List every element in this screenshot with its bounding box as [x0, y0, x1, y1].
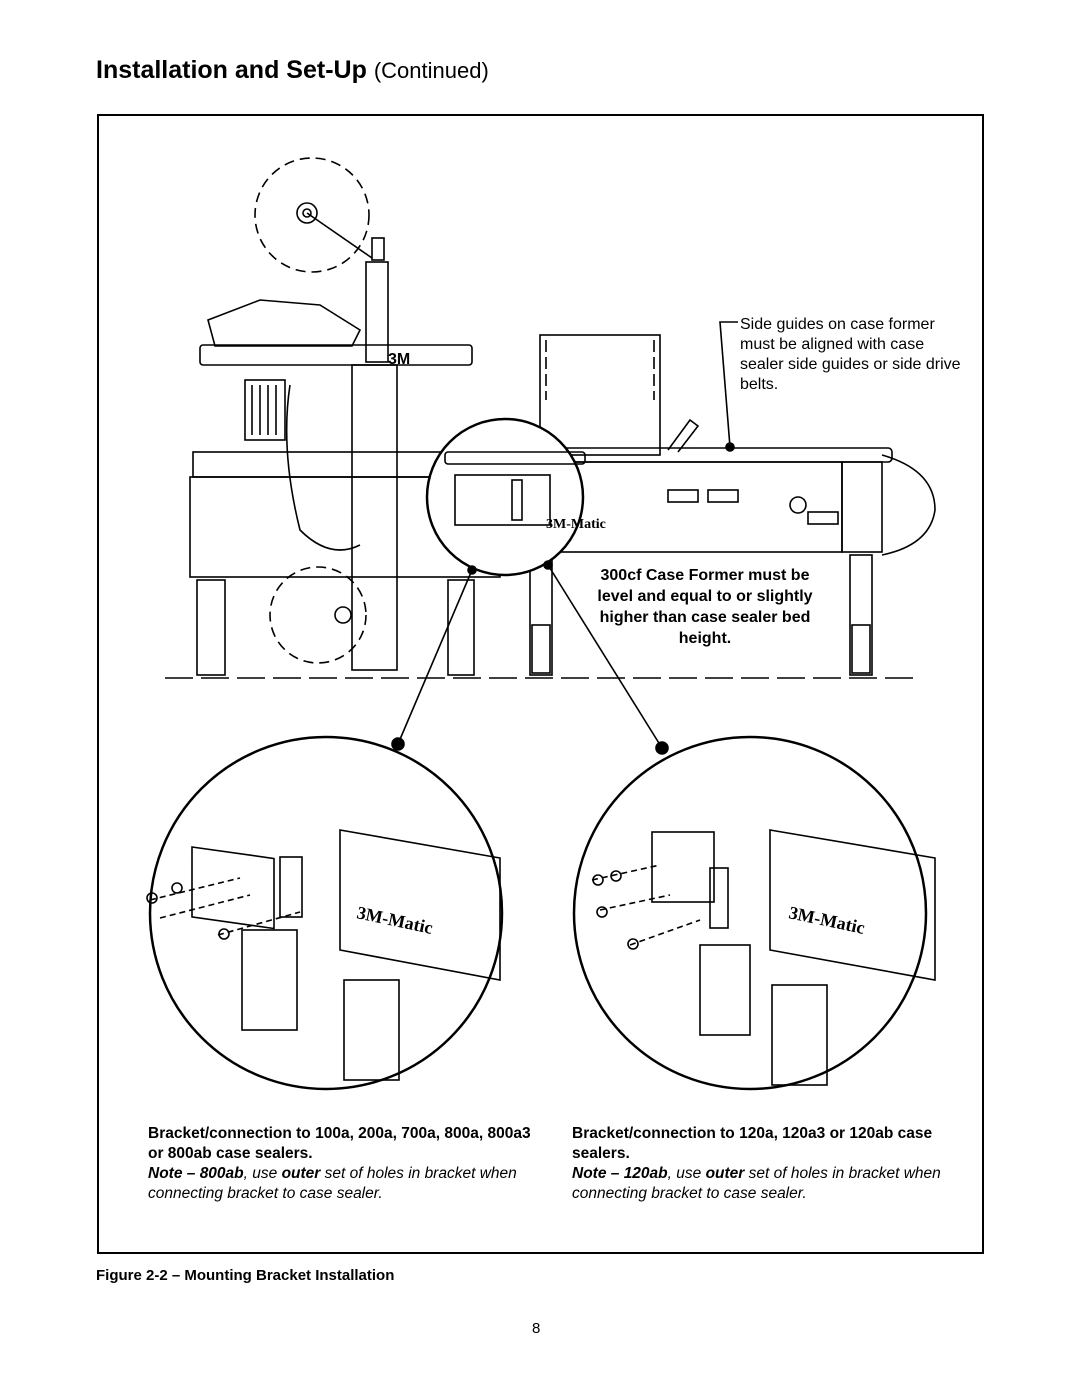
- left-caption-bold: Bracket/connection to 100a, 200a, 700a, …: [148, 1125, 531, 1162]
- page-heading: Installation and Set-Up (Continued): [96, 56, 489, 85]
- heading-title: Installation and Set-Up: [96, 56, 367, 84]
- right-detail-caption: Bracket/connection to 120a, 120a3 or 120…: [572, 1124, 962, 1204]
- brand-mark: 3M: [388, 351, 410, 368]
- side-guides-callout: Side guides on case former must be align…: [740, 316, 961, 393]
- magnifier-logo: 3M-Matic: [546, 517, 606, 532]
- left-detail-logo: 3M-Matic: [355, 902, 434, 938]
- case-sealer-drawing: 3M: [189, 157, 501, 676]
- right-detail-logo: 3M-Matic: [787, 902, 866, 938]
- left-detail-caption: Bracket/connection to 100a, 200a, 700a, …: [148, 1124, 538, 1204]
- right-caption-note: Note – 120ab, use outer set of holes in …: [572, 1165, 941, 1202]
- left-caption-note: Note – 800ab, use outer set of holes in …: [148, 1165, 517, 1202]
- left-detail-circle: 3M-Matic: [146, 735, 504, 1091]
- leader-lines: [391, 321, 738, 755]
- right-detail-circle: 3M-Matic: [572, 735, 936, 1091]
- case-former-level-note: 300cf Case Former must be level and equa…: [597, 567, 813, 647]
- right-caption-bold: Bracket/connection to 120a, 120a3 or 120…: [572, 1125, 933, 1162]
- page-number: 8: [532, 1320, 541, 1337]
- connection-magnifier: 3M-Matic: [425, 417, 606, 577]
- figure-frame: [97, 114, 984, 1254]
- heading-suffix: (Continued): [373, 58, 489, 83]
- figure-caption: Figure 2-2 – Mounting Bracket Installati…: [96, 1267, 395, 1284]
